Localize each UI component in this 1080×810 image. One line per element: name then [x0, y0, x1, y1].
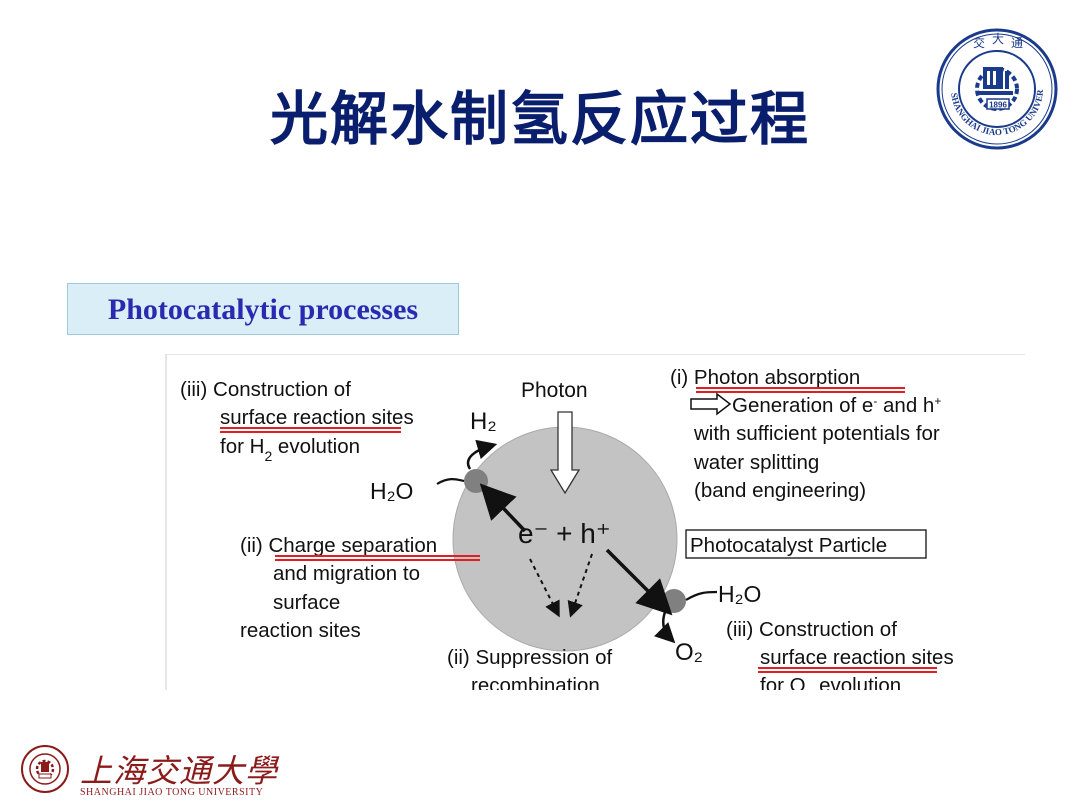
absorption-line-1: Generation of e- and h+	[732, 394, 941, 417]
slide-title: 光解水制氢反应过程	[269, 85, 810, 153]
university-name-en: SHANGHAI JIAO TONG UNIVERSITY	[80, 787, 264, 798]
o2-reaction-site-dot	[662, 589, 686, 613]
photocatalysis-diagram: Photon e⁻ + h⁺ H₂ O₂ H₂O H₂O Photocataly…	[165, 354, 1025, 703]
hole-migration-arrow	[605, 548, 673, 616]
separation-line-3: surface	[273, 591, 340, 614]
recombination-line-1: (ii) Suppression of	[447, 646, 613, 669]
electron-hole-label: e⁻ + h⁺	[518, 518, 611, 549]
footer-seal-logo	[20, 744, 70, 794]
h2-sites-line-3: for H2 evolution	[220, 435, 360, 464]
h2o-right-label: H₂O	[718, 581, 761, 607]
seal-year: 1896	[989, 101, 1007, 110]
photocatalyst-particle-label: Photocatalyst Particle	[690, 534, 887, 557]
h2-reaction-site-dot	[464, 469, 488, 493]
svg-text:通: 通	[1011, 36, 1023, 50]
h2-label: H₂	[470, 408, 497, 435]
university-name-cn: 上海交通大學	[80, 752, 279, 790]
o2-label: O₂	[675, 639, 703, 666]
section-label: Photocatalytic processes	[107, 293, 419, 326]
o2-sites-line-2: surface reaction sites	[760, 646, 954, 669]
h2o-right-line	[685, 590, 718, 601]
separation-heading: (ii) Charge separation	[240, 534, 437, 557]
absorption-line-3: water splitting	[693, 451, 819, 474]
svg-text:大: 大	[992, 32, 1004, 46]
recombination-arrow-right	[567, 553, 593, 618]
section-label-box: Photocatalytic processes	[67, 283, 459, 335]
h2o-left-label: H₂O	[370, 478, 413, 504]
separation-line-4: reaction sites	[240, 619, 361, 642]
generation-arrow-icon	[690, 392, 732, 416]
absorption-line-4: (band engineering)	[694, 479, 866, 502]
photocatalyst-particle-box	[685, 529, 927, 559]
h2-sites-line-1: (iii) Construction of	[180, 378, 351, 401]
h2o-left-line	[436, 478, 465, 485]
recombination-line-2: recombination	[471, 674, 600, 690]
photon-label: Photon	[521, 379, 588, 402]
absorption-heading: (i) Photon absorption	[670, 366, 860, 389]
h2-sites-line-2: surface reaction sites	[220, 406, 414, 429]
recombination-arrow-left	[529, 558, 560, 618]
o2-sites-line-3: for O2 evolution	[760, 674, 901, 690]
separation-line-2: and migration to	[273, 562, 420, 585]
absorption-line-2: with sufficient potentials for	[693, 422, 940, 445]
h2-evolution-arrow	[466, 439, 498, 470]
electron-migration-arrow	[479, 483, 527, 533]
o2-evolution-arrow	[654, 611, 676, 644]
svg-text:交: 交	[973, 35, 985, 50]
university-seal-logo: SHANGHAI JIAO TONG UNIVERSITY 交 大 通 1896	[932, 19, 1059, 151]
o2-sites-line-1: (iii) Construction of	[726, 618, 897, 641]
photon-arrow	[549, 411, 581, 495]
